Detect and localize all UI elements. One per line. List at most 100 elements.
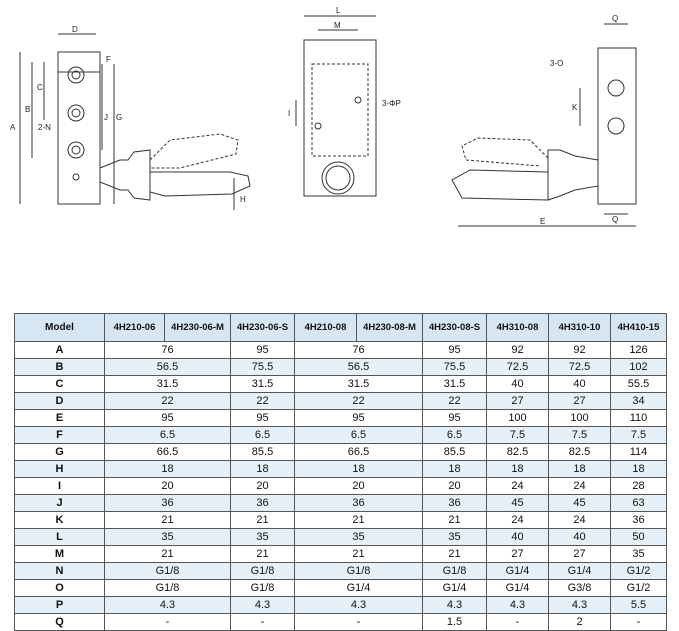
table-cell: 75.5: [230, 358, 295, 376]
table-cell: 82.5: [486, 443, 549, 461]
table-cell: 21: [230, 511, 295, 529]
table-cell: 100: [548, 409, 611, 427]
table-cell: 4.3: [548, 596, 611, 614]
dim-label-d: D: [72, 25, 78, 34]
dim-label-i: I: [288, 109, 290, 118]
table-cell: 18: [230, 460, 295, 478]
table-cell: 63: [610, 494, 667, 512]
table-cell: G1/4: [294, 579, 423, 597]
dim-label-m: M: [334, 21, 341, 30]
table-cell: 31.5: [230, 375, 295, 393]
table-cell: 95: [230, 341, 295, 359]
table-cell: 27: [486, 545, 549, 563]
table-cell: G3/8: [548, 579, 611, 597]
table-cell: 100: [486, 409, 549, 427]
header-col: 4H310-10: [548, 313, 611, 342]
table-cell: 18: [548, 460, 611, 478]
table-cell: 85.5: [422, 443, 487, 461]
table-cell: 66.5: [104, 443, 231, 461]
table-cell: 34: [610, 392, 667, 410]
table-cell: 66.5: [294, 443, 423, 461]
table-cell: 36: [422, 494, 487, 512]
dim-label-3o: 3-O: [550, 59, 563, 68]
table-cell: 95: [422, 409, 487, 427]
technical-drawings: D F A B C J G 2-N L M 3-ΦP I H Q 3-O K E…: [0, 0, 679, 300]
table-cell: 76: [104, 341, 231, 359]
dim-label-e: E: [540, 217, 545, 226]
table-cell: 95: [294, 409, 423, 427]
table-cell: 28: [610, 477, 667, 495]
table-cell: 27: [548, 392, 611, 410]
table-row: Q---1.5-2-: [14, 613, 667, 631]
table-cell: G1/2: [610, 579, 667, 597]
table-cell: G1/8: [230, 562, 295, 580]
table-cell: G1/2: [610, 562, 667, 580]
table-cell: 95: [104, 409, 231, 427]
table-cell: 40: [486, 528, 549, 546]
row-label: J: [14, 494, 105, 512]
table-cell: 18: [294, 460, 423, 478]
table-cell: 35: [230, 528, 295, 546]
dim-label-j: J: [104, 113, 108, 122]
row-label: H: [14, 460, 105, 478]
table-cell: 4.3: [104, 596, 231, 614]
table-cell: 6.5: [294, 426, 423, 444]
table-cell: 45: [548, 494, 611, 512]
table-cell: 21: [422, 545, 487, 563]
table-cell: G1/4: [486, 562, 549, 580]
table-cell: 40: [548, 375, 611, 393]
table-cell: 56.5: [104, 358, 231, 376]
table-cell: 27: [548, 545, 611, 563]
table-cell: 72.5: [486, 358, 549, 376]
table-cell: 31.5: [422, 375, 487, 393]
table-cell: 72.5: [548, 358, 611, 376]
table-cell: 20: [422, 477, 487, 495]
header-col: 4H310-08: [486, 313, 549, 342]
table-cell: 24: [486, 477, 549, 495]
table-cell: 95: [230, 409, 295, 427]
front-view: [19, 33, 251, 210]
table-cell: G1/8: [294, 562, 423, 580]
table-cell: 126: [610, 341, 667, 359]
table-cell: 40: [548, 528, 611, 546]
dim-label-q-top: Q: [612, 14, 618, 23]
table-cell: 35: [104, 528, 231, 546]
table-cell: 110: [610, 409, 667, 427]
table-cell: 21: [104, 545, 231, 563]
table-cell: 18: [486, 460, 549, 478]
table-cell: 6.5: [422, 426, 487, 444]
table-cell: 18: [422, 460, 487, 478]
table-cell: 102: [610, 358, 667, 376]
table-cell: 6.5: [104, 426, 231, 444]
table-cell: 21: [230, 545, 295, 563]
dim-label-l: L: [336, 6, 341, 15]
header-model: Model: [14, 313, 105, 342]
table-cell: 5.5: [610, 596, 667, 614]
dim-label-f: F: [106, 55, 111, 64]
row-label: K: [14, 511, 105, 529]
table-cell: 114: [610, 443, 667, 461]
table-cell: 24: [548, 477, 611, 495]
row-label: L: [14, 528, 105, 546]
table-cell: 95: [422, 341, 487, 359]
table-cell: 22: [230, 392, 295, 410]
dim-label-q-bottom: Q: [612, 215, 618, 224]
row-label: I: [14, 477, 105, 495]
table-cell: 35: [610, 545, 667, 563]
header-col: 4H410-15: [610, 313, 667, 342]
dim-label-a: A: [10, 123, 16, 132]
table-cell: 92: [486, 341, 549, 359]
table-cell: 7.5: [548, 426, 611, 444]
dim-label-3p: 3-ΦP: [382, 99, 401, 108]
table-cell: G1/4: [486, 579, 549, 597]
drawing-canvas: D F A B C J G 2-N L M 3-ΦP I H Q 3-O K E…: [10, 6, 637, 227]
